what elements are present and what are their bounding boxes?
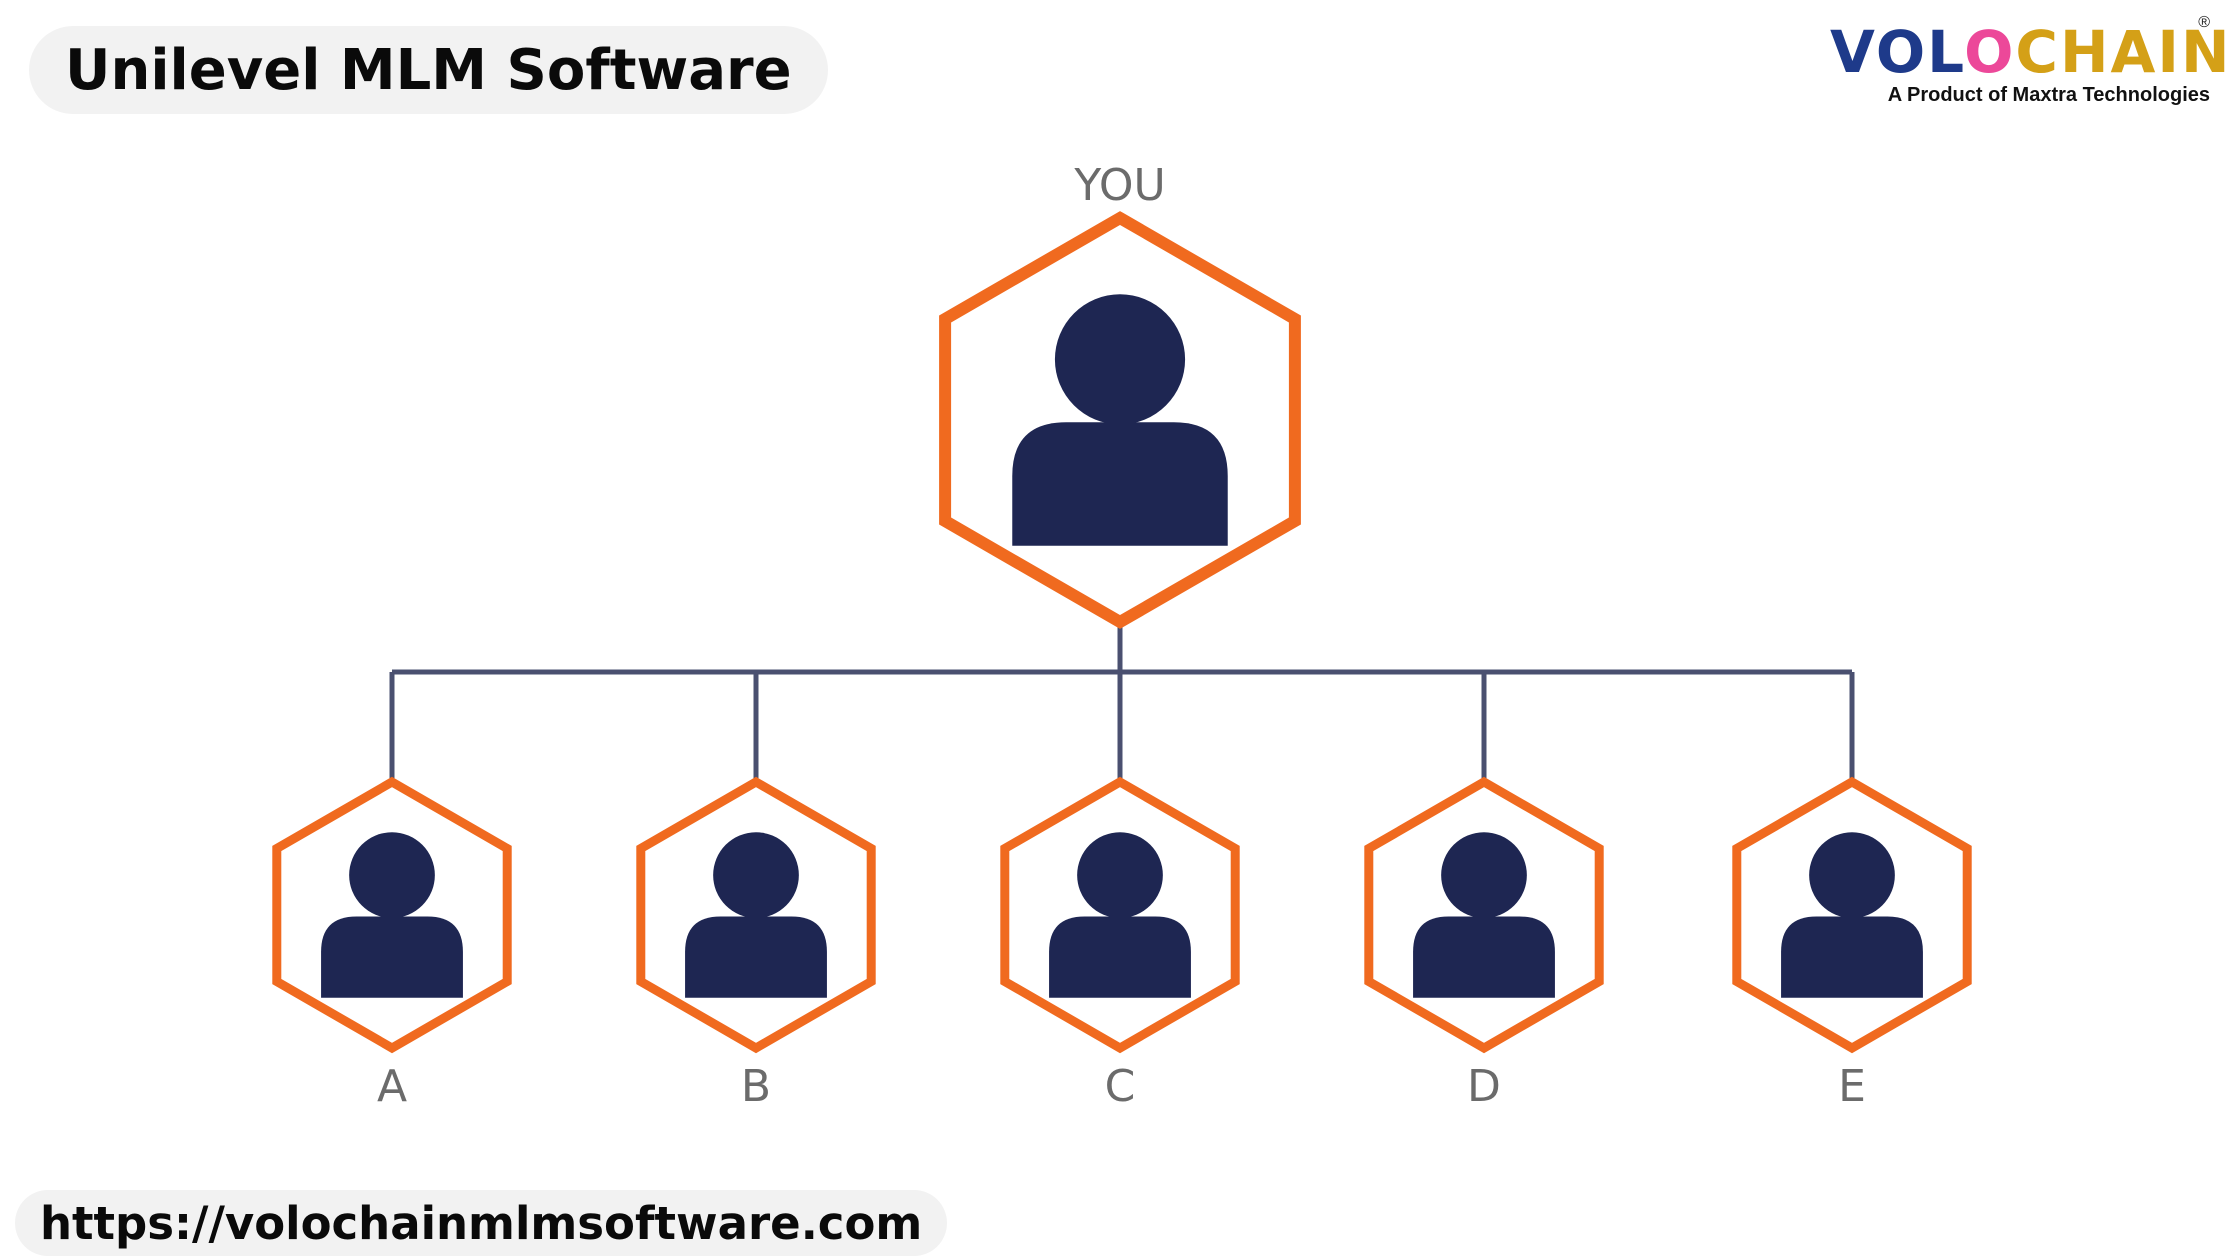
node-label: YOU: [1073, 160, 1165, 211]
person-head: [1441, 832, 1527, 918]
person-head: [1077, 832, 1163, 918]
logo-wordmark: VOLOCHAIN: [1830, 18, 2230, 86]
person-icon: [1781, 832, 1923, 998]
volochain-logo: ® VOLOCHAIN A Product of Maxtra Technolo…: [1830, 14, 2230, 107]
person-body: [1012, 422, 1228, 546]
person-body: [1781, 916, 1923, 998]
logo-tagline: A Product of Maxtra Technologies: [1887, 84, 2210, 106]
child-node-e: E: [1732, 776, 1972, 1112]
person-head: [1809, 832, 1895, 918]
page-title: Unilevel MLM Software: [29, 26, 828, 114]
child-node-c: C: [1000, 776, 1240, 1112]
child-node-a: A: [272, 776, 512, 1112]
person-icon: [1413, 832, 1555, 998]
person-body: [321, 916, 463, 998]
node-label: E: [1838, 1061, 1866, 1112]
logo-word-part1: VOL: [1830, 18, 1965, 86]
child-node-b: B: [636, 776, 876, 1112]
person-icon: [685, 832, 827, 998]
person-head: [349, 832, 435, 918]
logo-word-part3: CHAIN: [2015, 18, 2232, 86]
node-label: A: [377, 1061, 407, 1112]
person-head: [1054, 294, 1186, 425]
person-icon: [1012, 294, 1228, 546]
tree-nodes: YOU A B C D E: [272, 160, 1972, 1112]
person-body: [685, 916, 827, 998]
logo-word-part2: O: [1964, 18, 2016, 86]
person-body: [1049, 916, 1191, 998]
person-body: [1413, 916, 1555, 998]
node-label: D: [1467, 1061, 1501, 1112]
node-label: C: [1105, 1061, 1136, 1112]
person-icon: [1049, 832, 1191, 998]
tree-connectors: [389, 618, 1855, 786]
registered-mark: ®: [2198, 14, 2210, 31]
person-head: [713, 832, 799, 918]
child-node-d: D: [1364, 776, 1604, 1112]
website-url[interactable]: https://volochainmlmsoftware.com: [15, 1190, 948, 1256]
person-icon: [321, 832, 463, 998]
root-node: YOU: [939, 160, 1301, 629]
node-label: B: [741, 1061, 771, 1112]
